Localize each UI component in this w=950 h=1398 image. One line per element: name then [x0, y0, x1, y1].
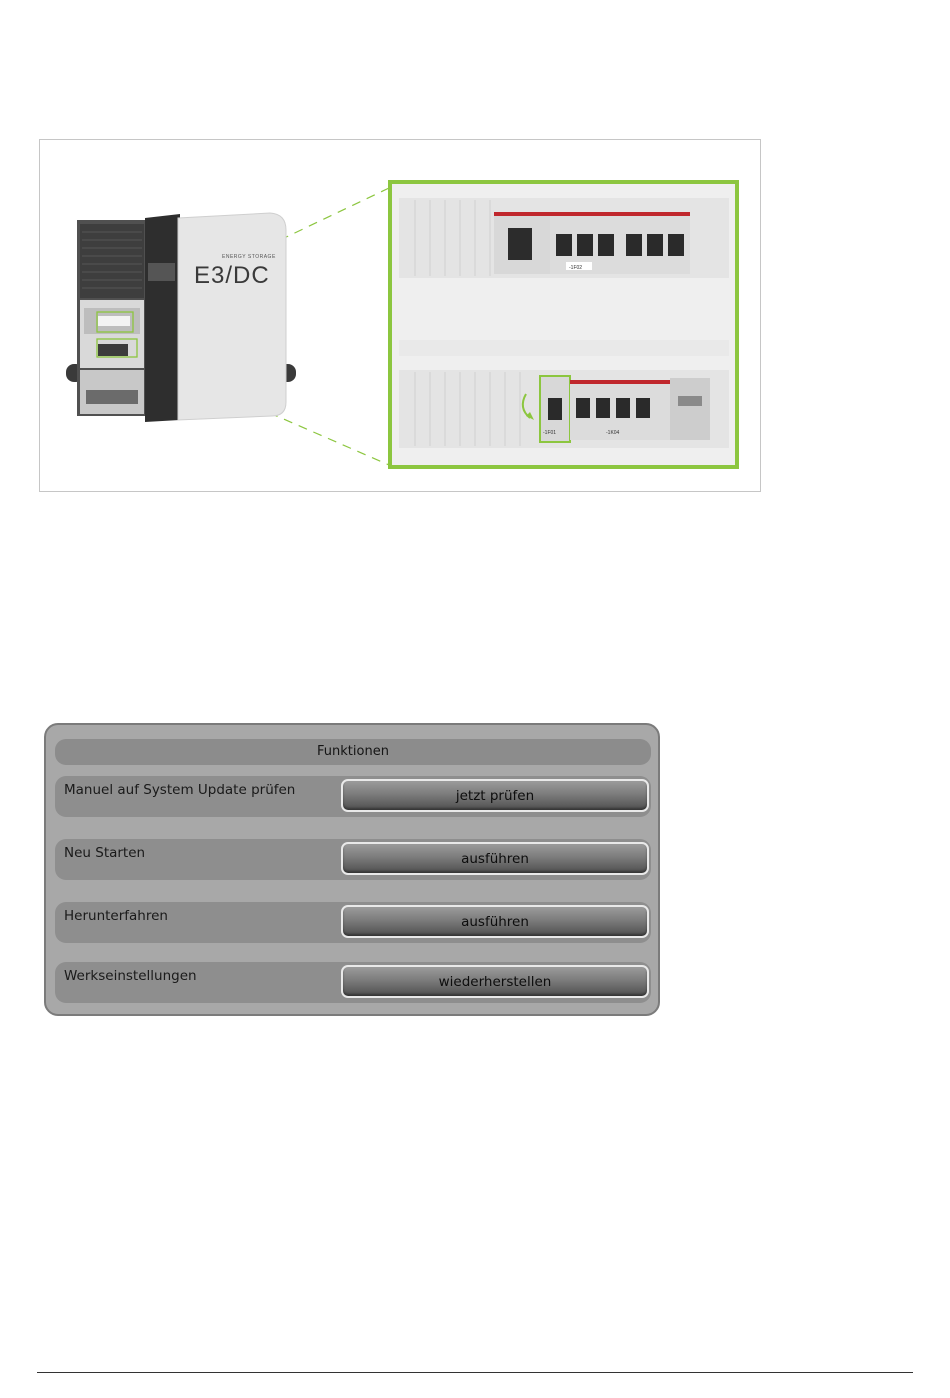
footer-divider: [37, 1372, 913, 1373]
shutdown-button[interactable]: ausführen: [341, 905, 649, 938]
logo-text: E3/DC: [194, 262, 270, 289]
logo-tagline: ENERGY STORAGE: [222, 254, 276, 260]
row-factory-reset: Werkseinstellungen wiederherstellen: [55, 962, 651, 1003]
functions-panel: Funktionen Manuel auf System Update prüf…: [44, 723, 660, 1016]
row-label: Neu Starten: [64, 845, 145, 861]
row-restart: Neu Starten ausführen: [55, 839, 651, 880]
breaker-label-1f01: -1F01: [543, 430, 556, 436]
row-label: Herunterfahren: [64, 908, 168, 924]
row-shutdown: Herunterfahren ausführen: [55, 902, 651, 943]
row-system-update: Manuel auf System Update prüfen jetzt pr…: [55, 776, 651, 817]
storage-unit: ENERGY STORAGE E3/DC: [66, 213, 296, 422]
check-update-button[interactable]: jetzt prüfen: [341, 779, 649, 812]
device-illustration: ENERGY STORAGE E3/DC: [40, 140, 762, 493]
breaker-label-1k04: -1K04: [606, 430, 620, 436]
factory-reset-button[interactable]: wiederherstellen: [341, 965, 649, 998]
device-figure: ENERGY STORAGE E3/DC: [39, 139, 761, 492]
restart-button[interactable]: ausführen: [341, 842, 649, 875]
panel-title: Funktionen: [55, 739, 651, 765]
row-label: Werkseinstellungen: [64, 968, 197, 984]
cabinet-zoom: -1F02 -1F01 -1K04: [390, 182, 737, 467]
breaker-label-1f02: -1F02: [569, 265, 582, 271]
row-label: Manuel auf System Update prüfen: [64, 782, 295, 798]
